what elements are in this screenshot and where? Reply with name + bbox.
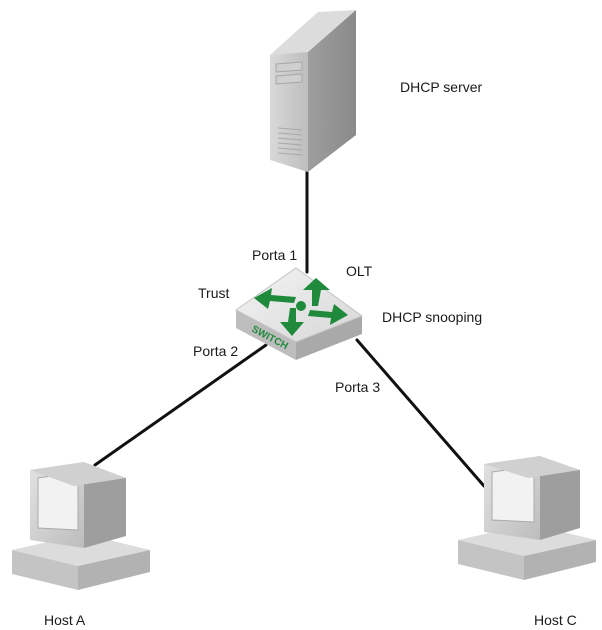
host-a-label: Host A xyxy=(44,612,86,628)
port-2-label: Porta 2 xyxy=(193,343,238,359)
switch-icon: SWITCH xyxy=(235,267,364,360)
dhcp-snooping-label: DHCP snooping xyxy=(382,309,482,325)
host-a[interactable]: Host A xyxy=(12,462,150,628)
dhcp-server[interactable]: DHCP server xyxy=(270,10,483,172)
port-3-label: Porta 3 xyxy=(335,379,380,395)
host-c-label: Host C xyxy=(534,612,577,628)
server-label: DHCP server xyxy=(400,79,483,95)
host-c[interactable]: Host C xyxy=(458,456,596,628)
trust-label: Trust xyxy=(198,285,229,301)
port-1-label: Porta 1 xyxy=(252,247,297,263)
olt-switch[interactable]: SWITCH OLT xyxy=(235,263,373,360)
desktop-computer-icon xyxy=(458,456,596,580)
server-tower-icon xyxy=(270,10,356,172)
link-switch-host-c xyxy=(355,338,486,488)
switch-label: OLT xyxy=(346,263,373,279)
desktop-computer-icon xyxy=(12,462,150,590)
link-switch-host-a xyxy=(93,343,268,467)
